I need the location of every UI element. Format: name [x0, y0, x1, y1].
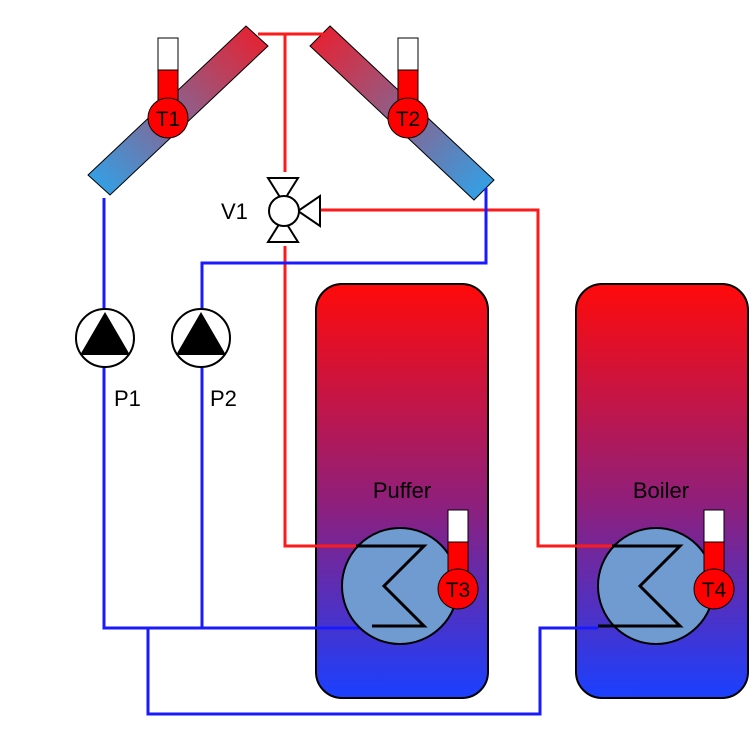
cold-pipe-right-collector	[200, 188, 488, 628]
hot-pipes	[258, 32, 612, 548]
pump-label-p2: P2	[210, 386, 237, 411]
sensor-t4: T4	[693, 509, 735, 610]
sensor-t1: T1	[147, 37, 189, 139]
valve-label: V1	[221, 199, 248, 224]
valve-triangle-right-icon	[296, 194, 321, 228]
pump-p2: P2	[171, 308, 237, 411]
three-way-valve-icon	[268, 195, 300, 227]
pump-p1: P1	[75, 308, 141, 411]
buffer-coil	[341, 527, 459, 645]
valve-v1: V1	[221, 177, 321, 243]
hot-pipe-valve-to-buffer	[283, 246, 356, 548]
sensor-label: T4	[702, 579, 727, 602]
pump-triangle-icon	[80, 312, 130, 355]
buffer-tank-label: Puffer	[373, 478, 431, 503]
boiler-tank-label: Boiler	[633, 478, 689, 503]
sensor-label: T2	[396, 108, 421, 131]
sensor-t2: T2	[387, 37, 429, 139]
sensor-label: T3	[446, 579, 471, 602]
hot-pipe-valve-to-boiler	[320, 208, 612, 548]
sensor-label: T1	[156, 108, 181, 131]
pump-triangle-icon	[176, 312, 226, 355]
valve-triangle-top-icon	[266, 177, 300, 204]
valve-triangle-bottom-icon	[266, 216, 300, 243]
cold-pipe-boiler-return	[146, 626, 598, 716]
sensor-t3: T3	[437, 509, 479, 610]
pump-label-p1: P1	[114, 386, 141, 411]
